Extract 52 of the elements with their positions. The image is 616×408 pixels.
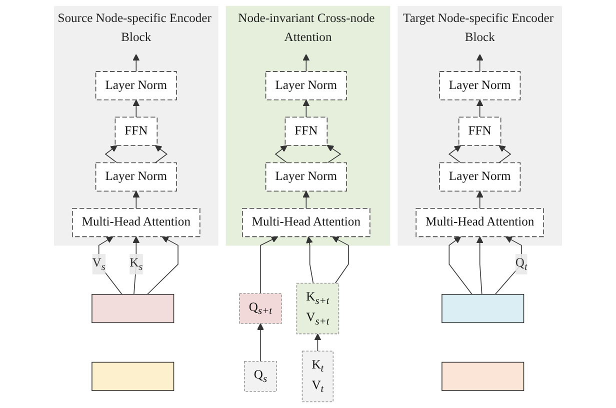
arrow: [132, 100, 140, 118]
edge-label: V$_{s}$: [92, 256, 106, 272]
arrow: [476, 100, 484, 118]
node-box: [439, 162, 521, 192]
cluster: [54, 6, 218, 246]
node-box: [296, 282, 340, 334]
arrow: [494, 236, 522, 295]
arrow: [314, 334, 322, 352]
node-box: [439, 71, 521, 100]
arrow: [132, 236, 140, 295]
node-box: [72, 208, 200, 238]
node-box: [95, 162, 177, 192]
arrow: [448, 145, 462, 164]
node-box: [458, 116, 502, 146]
edge-label: Q$_{t}$: [515, 256, 528, 272]
arrow: [260, 236, 278, 294]
edge-label: K$_{s}$: [130, 256, 143, 272]
node-box: [265, 162, 347, 192]
cluster: [226, 6, 390, 246]
arrow: [154, 145, 168, 164]
arrow: [302, 100, 310, 118]
arrow: [306, 236, 314, 284]
arrow: [332, 236, 349, 284]
node-box: [239, 293, 282, 324]
arrow: [132, 54, 140, 72]
arrow: [448, 236, 472, 295]
arrow: [132, 190, 140, 209]
arrow: [476, 190, 484, 209]
node-box: [284, 116, 328, 146]
arrow: [257, 323, 264, 362]
arrow: [98, 236, 122, 295]
arrow: [302, 190, 310, 209]
node-box: [265, 71, 347, 100]
arrow: [146, 236, 178, 295]
node-box: [416, 208, 544, 238]
node-bar: [442, 294, 524, 324]
node-bar: [92, 362, 174, 391]
node-bar: [442, 362, 524, 391]
arrow: [476, 54, 484, 72]
arrow: [476, 236, 484, 295]
arrow: [104, 145, 118, 164]
node-box: [302, 350, 334, 402]
arrow: [302, 54, 310, 72]
node-box: [244, 361, 277, 392]
arrow: [498, 145, 512, 164]
node-box: [242, 208, 370, 238]
cluster: [398, 6, 562, 246]
arrow: [326, 144, 342, 164]
arrow: [274, 145, 288, 164]
node-box: [114, 116, 158, 146]
node-box: [95, 71, 177, 100]
node-bar: [92, 294, 174, 324]
